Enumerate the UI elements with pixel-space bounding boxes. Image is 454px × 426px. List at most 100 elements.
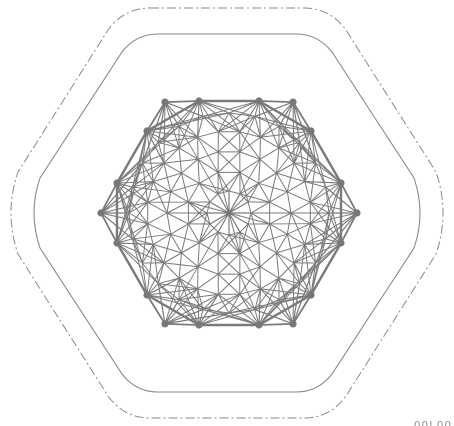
corner-label: OOLOO xyxy=(414,420,452,426)
lattice-edge xyxy=(259,159,260,183)
lattice-edge xyxy=(259,101,293,102)
lattice-edge xyxy=(182,224,189,253)
lattice-edge xyxy=(260,159,277,173)
lattice-edge xyxy=(248,202,251,213)
lattice-edge xyxy=(171,192,189,202)
lattice-edge xyxy=(259,101,316,163)
lattice-node xyxy=(307,127,314,134)
lattice-center-node xyxy=(226,210,231,215)
lattice-edge xyxy=(240,159,260,172)
lattice-edge xyxy=(179,126,198,159)
lattice-edge xyxy=(158,142,164,163)
lattice-edge xyxy=(277,253,279,278)
lattice-edge xyxy=(148,213,167,224)
lattice-edge xyxy=(259,324,293,325)
lattice-node xyxy=(113,179,120,186)
lattice-edge xyxy=(164,163,182,173)
lattice-edge xyxy=(182,253,199,267)
lattice-node xyxy=(143,127,150,134)
lattice-node xyxy=(195,97,202,104)
lattice-node xyxy=(353,209,360,216)
lattice-edge xyxy=(260,148,279,159)
lattice-node xyxy=(289,320,296,327)
lattice-node xyxy=(97,209,104,216)
lattice-edge xyxy=(260,253,277,267)
lattice-edge xyxy=(117,243,147,295)
lattice-edge xyxy=(198,137,219,152)
lattice-node xyxy=(161,99,168,106)
lattice-edge xyxy=(277,253,295,263)
lattice-edge xyxy=(277,148,279,173)
lattice-edge xyxy=(259,243,260,267)
lattice-edge xyxy=(158,263,164,284)
lattice-edge xyxy=(199,101,229,113)
lattice-node xyxy=(255,321,262,328)
lattice-node xyxy=(337,179,344,186)
lattice-edge xyxy=(179,267,198,300)
lattice-edge xyxy=(229,101,259,113)
lattice-edge xyxy=(260,267,279,278)
lattice-edge xyxy=(164,263,179,278)
lattice-edge xyxy=(287,182,305,192)
lattice-edge xyxy=(270,192,288,202)
lattice-edge xyxy=(148,224,154,245)
lattice-edge xyxy=(198,132,219,138)
lattice-edge xyxy=(198,243,199,267)
lattice-node xyxy=(337,239,344,246)
lattice-edge xyxy=(305,182,311,203)
lattice-edge xyxy=(287,224,310,235)
lattice-edge xyxy=(148,224,171,235)
lattice-edge xyxy=(158,142,179,148)
lattice-edge xyxy=(117,126,179,183)
lattice-edge xyxy=(229,191,240,194)
lattice-edge xyxy=(279,148,294,163)
lattice-edge xyxy=(101,213,117,243)
lattice-edge xyxy=(198,254,218,267)
lattice-edge xyxy=(182,173,200,183)
lattice-edge xyxy=(182,159,199,173)
lattice-node xyxy=(255,97,262,104)
lattice-edge xyxy=(311,131,341,183)
lattice-edge xyxy=(179,294,218,299)
lattice-edge xyxy=(153,182,167,213)
lattice-edge xyxy=(240,254,261,289)
lattice-edge xyxy=(179,148,181,173)
lattice-edge xyxy=(142,163,147,202)
lattice-edge xyxy=(259,243,277,253)
lattice-edge xyxy=(199,313,229,325)
lattice-edge xyxy=(198,274,219,289)
lattice-edge xyxy=(164,234,171,263)
lattice-edge xyxy=(316,213,357,263)
lattice-edge xyxy=(165,101,199,102)
lattice-edge xyxy=(210,194,218,202)
lattice-edge xyxy=(251,202,270,213)
lattice-edge xyxy=(341,183,357,213)
lattice-edge xyxy=(158,278,179,284)
lattice-edge xyxy=(167,202,188,213)
lattice-edge xyxy=(279,263,294,278)
lattice-edge xyxy=(167,213,188,224)
lattice-node xyxy=(143,291,150,298)
lattice-edge xyxy=(179,253,181,278)
hexagonal-lattice-network xyxy=(97,97,360,328)
lattice-edge xyxy=(198,137,219,172)
lattice-edge xyxy=(287,192,310,203)
lattice-node xyxy=(161,320,168,327)
lattice-edge xyxy=(142,224,147,263)
lattice-edge xyxy=(270,224,288,234)
lattice-node xyxy=(195,321,202,328)
lattice-edge xyxy=(198,159,199,183)
lattice-edge xyxy=(251,213,259,243)
lattice-edge xyxy=(291,213,305,244)
lattice-node xyxy=(307,291,314,298)
lattice-edge xyxy=(270,202,291,213)
lattice-edge xyxy=(164,243,199,263)
lattice-edge xyxy=(164,148,179,163)
lattice-edge xyxy=(198,289,219,295)
lattice-edge xyxy=(270,173,277,202)
lattice-node xyxy=(289,99,296,106)
lattice-edge xyxy=(291,202,310,213)
lattice-edge xyxy=(279,243,341,300)
lattice-edge xyxy=(270,213,291,224)
